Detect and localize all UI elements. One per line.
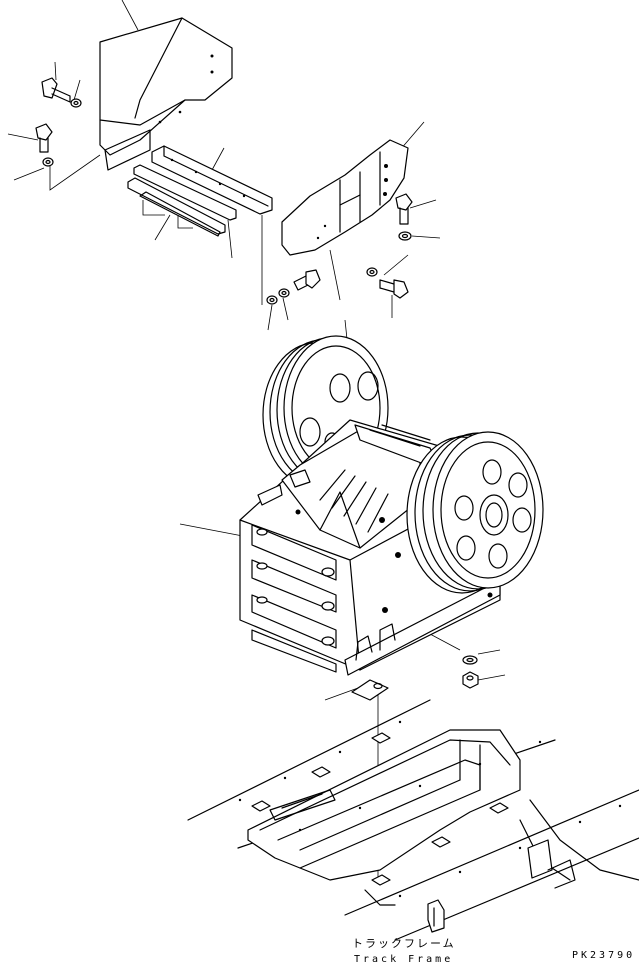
figure-code: PK23790: [572, 950, 636, 961]
bolt-right-lower: [379, 279, 409, 299]
nut-body: [462, 671, 479, 689]
washer-right-lower: [366, 267, 378, 277]
bolt-left-lower: [35, 123, 53, 153]
washer-right-upper: [398, 231, 412, 241]
flywheel-front: [406, 431, 544, 594]
washer-center-a: [278, 288, 290, 298]
track-frame-label-jp: トラックフレーム: [352, 937, 456, 950]
shim-plate: [351, 679, 389, 701]
bolt-left-upper: [41, 77, 71, 103]
bolt-right-upper: [395, 193, 413, 225]
angle-bar: [151, 145, 273, 215]
washer-left-upper: [70, 98, 82, 108]
washer-center-b: [266, 295, 278, 305]
strip-plate: [127, 164, 237, 237]
hopper-left-plate: [99, 17, 233, 171]
hopper-right-plate: [281, 139, 409, 256]
track-frame: [187, 699, 639, 941]
washer-body: [462, 655, 478, 665]
track-frame-label-en: Track Frame: [354, 954, 454, 965]
washer-left-lower: [42, 157, 54, 167]
bolt-center: [293, 269, 321, 291]
